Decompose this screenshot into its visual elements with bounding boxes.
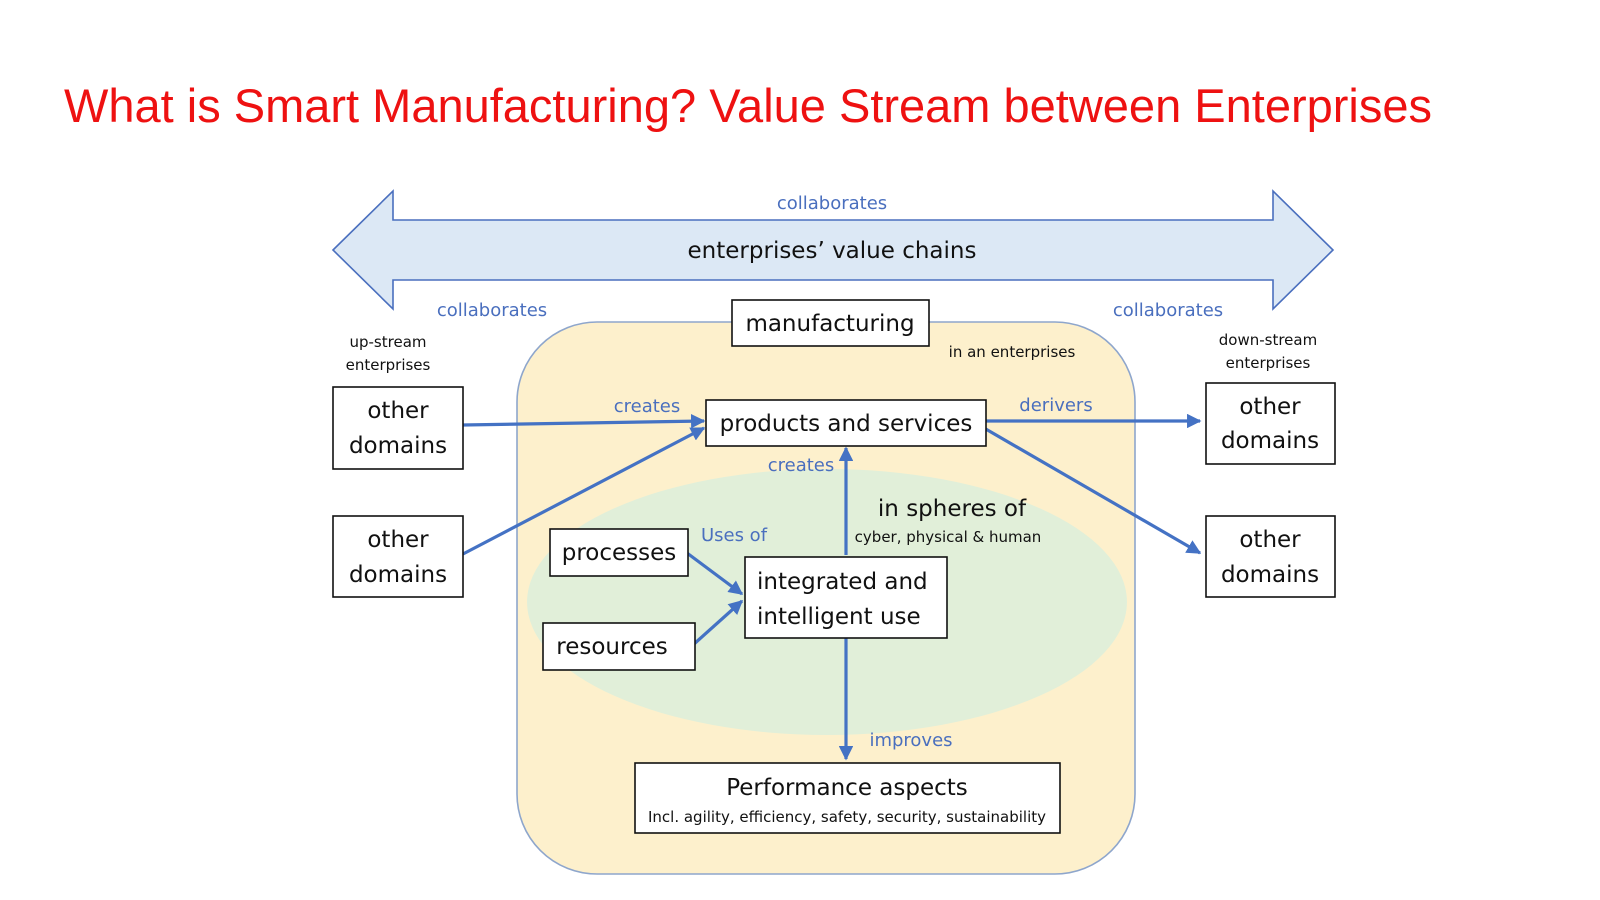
processes-box: [549, 528, 689, 577]
collaborates-left-label: collaborates: [437, 300, 547, 321]
products-services-box: [705, 399, 987, 447]
creates-top-label: creates: [614, 396, 681, 417]
integrated-use-line2: intelligent use: [757, 604, 921, 630]
upstream-domain-1-line1: other: [367, 398, 429, 424]
upstream-label-line1: up-stream: [349, 333, 426, 351]
spheres-label-line2: cyber, physical & human: [855, 528, 1042, 546]
uses-of-label: Uses of: [701, 525, 768, 546]
page-title: What is Smart Manufacturing? Value Strea…: [64, 79, 1432, 132]
spheres-label-line1: in spheres of: [878, 496, 1027, 522]
manufacturing-label: manufacturing: [745, 311, 914, 337]
downstream-domain-1-line2: domains: [1221, 428, 1319, 454]
value-chain-label: enterprises’ value chains: [688, 238, 977, 264]
manufacturing-box: [731, 299, 930, 347]
performance-subtitle: Incl. agility, efficiency, safety, secur…: [648, 808, 1046, 826]
downstream-domain-2-line1: other: [1239, 527, 1301, 553]
improves-label: improves: [869, 730, 952, 751]
arrow-processes-to-integrated: [686, 551, 744, 596]
derivers-label: derivers: [1019, 395, 1092, 416]
integrated-use-line1: integrated and: [757, 569, 928, 595]
upstream-domain-box-1: [332, 386, 464, 470]
in-enterprises-label: in an enterprises: [949, 343, 1076, 361]
downstream-domain-2-line2: domains: [1221, 562, 1319, 588]
products-services-label: products and services: [720, 411, 973, 437]
upstream-domain-box-2: [332, 515, 464, 598]
arrow-products-to-down2: [983, 426, 1202, 555]
arrow-resources-to-integrated: [692, 599, 744, 646]
resources-box: [542, 622, 696, 671]
performance-title: Performance aspects: [726, 775, 968, 801]
downstream-domain-box-2: [1205, 515, 1336, 598]
upstream-domain-2-line1: other: [367, 527, 429, 553]
collaborates-right-label: collaborates: [1113, 300, 1223, 321]
creates-mid-label: creates: [768, 455, 835, 476]
arrow-up1-to-products: [462, 414, 706, 429]
upstream-label-line2: enterprises: [346, 356, 431, 374]
processes-label: processes: [562, 540, 677, 566]
value-chain-arrow: [331, 189, 1335, 311]
upstream-domain-2-line2: domains: [349, 562, 447, 588]
upstream-domain-1-line2: domains: [349, 433, 447, 459]
performance-box: [634, 762, 1061, 834]
arrow-up2-to-products: [462, 426, 706, 556]
integrated-use-box: [744, 556, 948, 639]
downstream-label-line1: down-stream: [1219, 331, 1317, 349]
downstream-domain-box-1: [1205, 382, 1336, 465]
resources-label: resources: [556, 634, 667, 660]
downstream-domain-1-line1: other: [1239, 394, 1301, 420]
downstream-label-line2: enterprises: [1226, 354, 1311, 372]
value-chain-top-label: collaborates: [777, 193, 887, 214]
